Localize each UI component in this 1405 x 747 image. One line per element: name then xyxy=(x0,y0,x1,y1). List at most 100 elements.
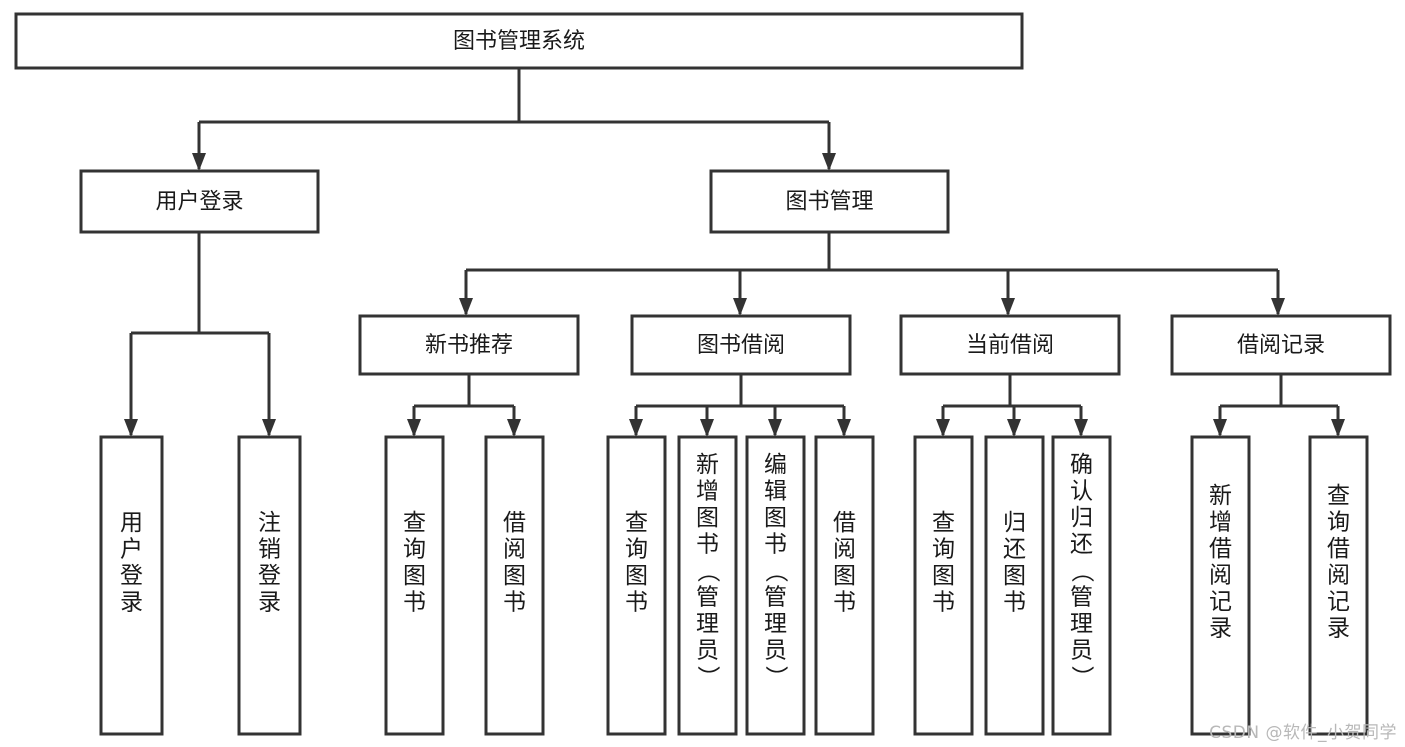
node-leaf-return-book-char-2: 图 xyxy=(1003,563,1026,589)
user-login-arrowhead-icon xyxy=(262,419,276,437)
node-leaf-borrow-book-1-char-2: 图 xyxy=(503,563,526,589)
node-leaf-confirm-return-char-6: 理 xyxy=(1070,611,1093,637)
borrow-arrowhead-icon xyxy=(768,419,782,437)
node-leaf-add-record-rect[interactable] xyxy=(1190,435,1251,736)
node-leaf-query-book-2-char-0: 查 xyxy=(625,510,648,536)
root-arrowhead-icon xyxy=(822,153,836,171)
node-leaf-add-book-char-5: 管 xyxy=(696,585,719,611)
node-borrow-record[interactable]: 借阅记录 xyxy=(1170,314,1392,376)
book-manage-arrowhead-icon xyxy=(459,298,473,316)
node-borrow-record-rect[interactable] xyxy=(1170,314,1392,376)
node-current-borrow[interactable]: 当前借阅 xyxy=(899,314,1121,376)
node-leaf-query-book-2-char-2: 图 xyxy=(625,563,648,589)
connectors-layer xyxy=(124,68,1345,437)
node-leaf-query-record-char-3: 阅 xyxy=(1327,563,1350,589)
node-leaf-confirm-return-char-2: 归 xyxy=(1070,505,1093,531)
node-root[interactable]: 图书管理系统 xyxy=(14,12,1024,70)
node-leaf-add-book-char-3: 书 xyxy=(696,532,719,558)
recommend-arrowhead-icon xyxy=(407,419,421,437)
record-arrowhead-icon xyxy=(1331,419,1345,437)
node-leaf-query-book-1-char-1: 询 xyxy=(403,537,426,563)
node-leaf-edit-book-char-3: 书 xyxy=(764,532,787,558)
node-leaf-borrow-book-2-char-2: 图 xyxy=(833,563,856,589)
node-leaf-add-record-char-5: 录 xyxy=(1209,616,1232,642)
root-arrowhead-icon xyxy=(192,153,206,171)
node-current-borrow-rect[interactable] xyxy=(899,314,1121,376)
node-leaf-query-book-3-rect[interactable] xyxy=(913,435,974,736)
user-login-arrowhead-icon xyxy=(124,419,138,437)
node-leaf-add-book-char-2: 图 xyxy=(696,505,719,531)
node-leaf-user-login[interactable]: 用户登录 xyxy=(99,435,164,736)
node-book-manage-rect[interactable] xyxy=(709,169,950,234)
node-new-book-recommend-rect[interactable] xyxy=(358,314,580,376)
node-leaf-confirm-return-char-7: 员 xyxy=(1070,638,1093,664)
node-leaf-add-book-rect[interactable] xyxy=(677,435,738,736)
node-leaf-user-login-char-2: 登 xyxy=(120,563,143,589)
node-leaf-edit-book-char-4: （ xyxy=(763,560,789,583)
current-arrowhead-icon xyxy=(936,419,950,437)
node-root-rect[interactable] xyxy=(14,12,1024,70)
node-leaf-user-login-char-1: 户 xyxy=(120,537,143,563)
node-leaf-query-book-2-rect[interactable] xyxy=(606,435,667,736)
node-leaf-add-record-char-0: 新 xyxy=(1209,483,1232,509)
node-leaf-query-book-2-char-3: 书 xyxy=(625,590,648,616)
node-book-borrow[interactable]: 图书借阅 xyxy=(630,314,852,376)
node-leaf-add-record-char-1: 增 xyxy=(1209,510,1232,536)
record-arrowhead-icon xyxy=(1213,419,1227,437)
node-leaf-borrow-book-2-char-0: 借 xyxy=(833,510,856,536)
node-leaf-edit-book-char-5: 管 xyxy=(764,585,787,611)
node-leaf-add-book-char-4: （ xyxy=(695,560,721,583)
node-leaf-logout-char-0: 注 xyxy=(258,510,281,536)
node-leaf-confirm-return-char-3: 还 xyxy=(1070,532,1093,558)
node-book-borrow-rect[interactable] xyxy=(630,314,852,376)
node-leaf-query-book-3-char-0: 查 xyxy=(932,510,955,536)
node-leaf-query-record-char-2: 借 xyxy=(1327,536,1350,562)
node-leaf-borrow-book-1-char-1: 阅 xyxy=(503,537,526,563)
node-leaf-confirm-return-rect[interactable] xyxy=(1051,435,1112,736)
node-leaf-query-record-char-5: 录 xyxy=(1327,616,1350,642)
node-leaf-borrow-book-1-char-3: 书 xyxy=(503,590,526,616)
node-leaf-query-book-1-rect[interactable] xyxy=(384,435,445,736)
book-manage-arrowhead-icon xyxy=(1271,298,1285,316)
node-book-manage[interactable]: 图书管理 xyxy=(709,169,950,234)
node-leaf-borrow-book-2-rect[interactable] xyxy=(814,435,875,736)
node-leaf-user-login-char-0: 用 xyxy=(120,510,143,536)
node-leaf-query-book-1-char-2: 图 xyxy=(403,563,426,589)
node-leaf-query-record-rect[interactable] xyxy=(1308,435,1369,736)
node-user-login-rect[interactable] xyxy=(79,169,320,234)
node-new-book-recommend[interactable]: 新书推荐 xyxy=(358,314,580,376)
node-leaf-query-book-1-char-0: 查 xyxy=(403,510,426,536)
node-leaf-borrow-book-1-rect[interactable] xyxy=(484,435,545,736)
node-leaf-return-book-rect[interactable] xyxy=(984,435,1045,736)
node-leaf-user-login-char-3: 录 xyxy=(120,590,143,616)
node-leaf-add-book-char-8: ） xyxy=(695,666,721,689)
node-leaf-edit-book-char-8: ） xyxy=(763,666,789,689)
node-leaf-user-login-rect[interactable] xyxy=(99,435,164,736)
node-leaf-return-book-char-3: 书 xyxy=(1003,590,1026,616)
node-leaf-query-book-3-char-1: 询 xyxy=(932,537,955,563)
node-leaf-query-record-char-1: 询 xyxy=(1327,510,1350,536)
node-leaf-edit-book-rect[interactable] xyxy=(745,435,806,736)
node-current-borrow-label: 当前借阅 xyxy=(966,333,1054,358)
node-leaf-logout-char-2: 登 xyxy=(258,563,281,589)
node-leaf-edit-book-char-7: 员 xyxy=(764,638,787,664)
node-leaf-add-book-char-7: 员 xyxy=(696,638,719,664)
node-leaf-add-record-char-3: 阅 xyxy=(1209,563,1232,589)
node-leaf-borrow-book-1-char-0: 借 xyxy=(503,510,526,536)
node-user-login[interactable]: 用户登录 xyxy=(79,169,320,234)
node-leaf-logout-rect[interactable] xyxy=(237,435,302,736)
node-leaf-return-book-char-0: 归 xyxy=(1003,510,1026,536)
